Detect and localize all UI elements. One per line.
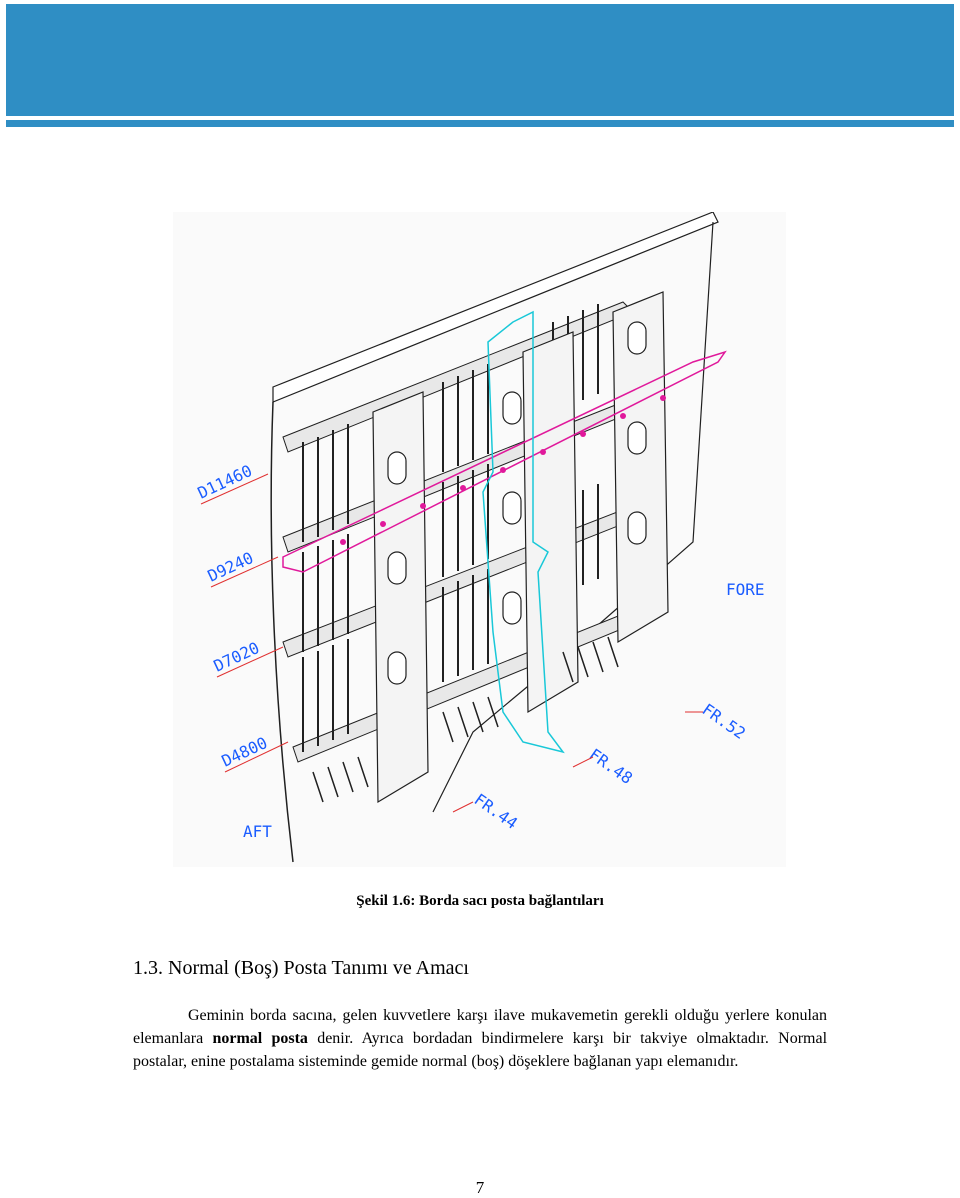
- ship-structure-figure: D11460 D9240 D7020 D4800 AFT FORE FR.44 …: [173, 212, 786, 867]
- shell-curve: [270, 401, 294, 863]
- top-edge: [272, 212, 719, 403]
- label-aft: AFT: [243, 822, 272, 841]
- body-paragraph: Geminin borda sacına, gelen kuvvetlere k…: [133, 1004, 827, 1073]
- figure-caption: Şekil 1.6: Borda sacı posta bağlantıları: [356, 893, 604, 909]
- deck-outline-d9240: [282, 350, 727, 573]
- bottom-brackets: [312, 636, 619, 803]
- frame-outline-fr48: [482, 310, 565, 754]
- label-leaders: [200, 473, 703, 813]
- ship-structure-drawing: D11460 D9240 D7020 D4800 AFT FORE FR.44 …: [173, 212, 786, 867]
- lightening-holes: [387, 321, 647, 685]
- figure-background: [173, 212, 786, 867]
- header-rule: [6, 120, 954, 127]
- paragraph-part1: Geminin borda sacına, gelen kuvvetlere k…: [133, 1007, 827, 1047]
- label-fore: FORE: [726, 580, 765, 599]
- paragraph-bold-term: normal posta: [212, 1030, 308, 1047]
- paragraph-part2: denir. Ayrıca bordadan bindirmelere karş…: [133, 1030, 828, 1070]
- header-bar: [6, 4, 954, 116]
- page-number: 7: [475, 1178, 485, 1197]
- section-heading: 1.3. Normal (Boş) Posta Tanımı ve Amacı: [133, 957, 469, 979]
- deck-holes: [340, 395, 666, 545]
